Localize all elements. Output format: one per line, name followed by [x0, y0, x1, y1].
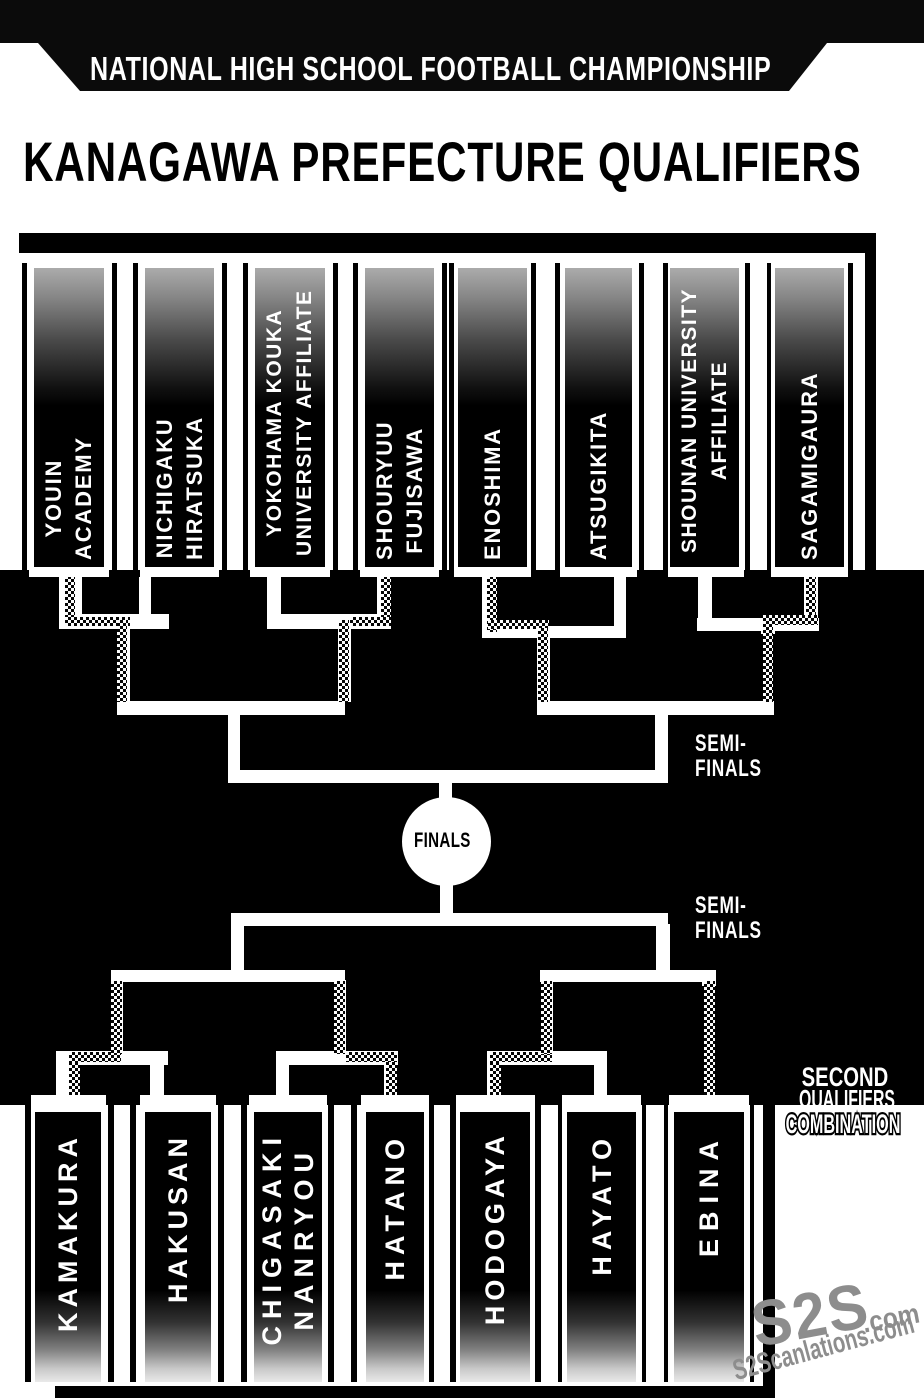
- svg-text:COMBINATION: COMBINATION: [786, 1109, 901, 1139]
- svg-text:SECOND: SECOND: [802, 1062, 889, 1093]
- svg-text:QUALIFIERS: QUALIFIERS: [799, 1085, 895, 1114]
